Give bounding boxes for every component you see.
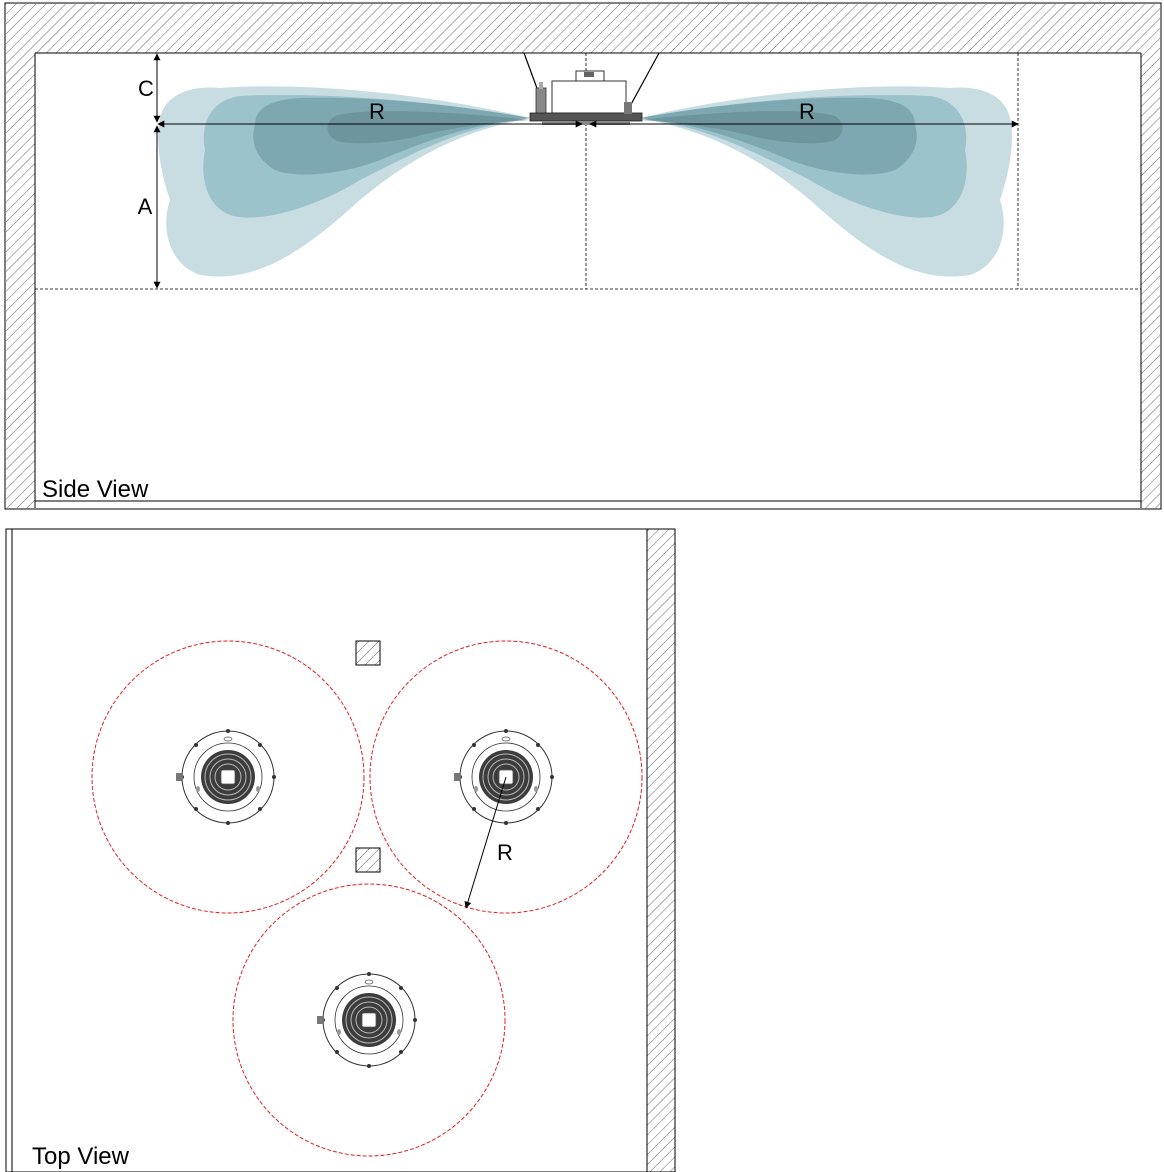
side-view-panel: C A R R Side View: [4, 2, 1162, 510]
fan-unit-icon: [316, 971, 418, 1069]
ceiling-hatch: [6, 4, 1160, 53]
top-view-panel: R Top View: [5, 528, 676, 1172]
left-wall-hatch: [6, 4, 35, 508]
fan-unit-icon: [453, 728, 555, 826]
top-view-frame: [5, 528, 676, 1172]
label-a: A: [138, 194, 153, 219]
label-c: C: [138, 76, 154, 101]
column-1: [355, 640, 381, 666]
misting-unit-side: [523, 52, 660, 125]
side-view-title: Side View: [42, 476, 149, 503]
fan-unit-icon: [175, 728, 277, 826]
label-r-right: R: [799, 99, 815, 124]
dimension-r-top: [464, 776, 507, 909]
right-wall-hatch: [1141, 4, 1160, 508]
label-r-top: R: [497, 840, 513, 865]
coverage-circle-3: [232, 883, 506, 1157]
coverage-circle-1: [91, 640, 365, 914]
coverage-circle-2: [369, 640, 643, 914]
top-view-wall-hatch: [646, 528, 676, 1172]
top-view-title: Top View: [32, 1143, 130, 1170]
label-r-left: R: [369, 99, 385, 124]
column-2: [355, 847, 381, 873]
side-view-frame: [4, 2, 1162, 510]
